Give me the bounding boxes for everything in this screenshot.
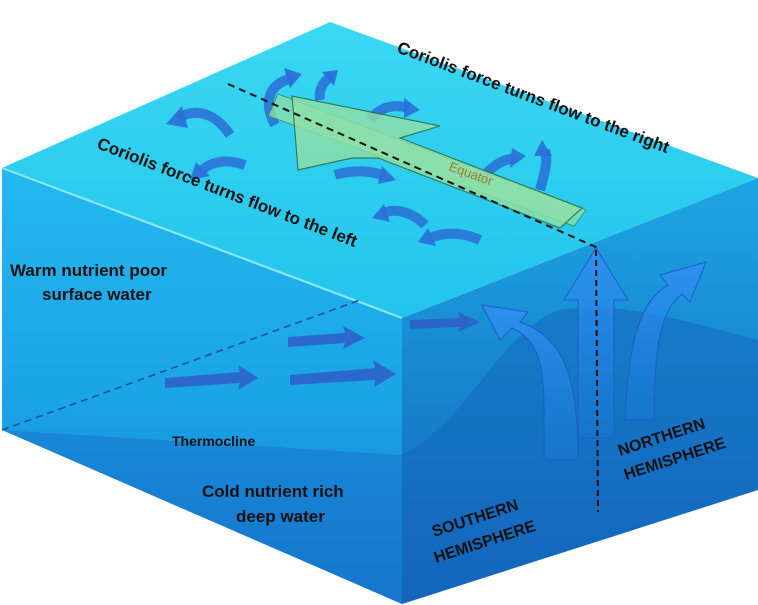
surface-arrow — [333, 166, 387, 181]
arrowhead — [284, 68, 302, 88]
arrowhead — [404, 98, 420, 118]
warm-water-label-line2: surface water — [42, 285, 152, 304]
flow-arrow — [288, 326, 365, 349]
flow-arrow — [290, 360, 396, 387]
arrowhead — [418, 228, 436, 246]
top-front-edge — [1, 167, 403, 319]
side-thermocline-region — [402, 307, 758, 604]
warm-water-label-line1: Warm nutrient poor — [10, 261, 167, 280]
flow-arrow — [165, 365, 258, 390]
arrowhead — [322, 70, 338, 86]
surface-arrow — [263, 73, 294, 128]
horizontal-flow-arrows — [165, 312, 480, 390]
surface-arrow-heads — [166, 68, 552, 246]
equator-line — [227, 83, 599, 249]
deep-water-front — [2, 430, 402, 604]
upwelling-arrow-north — [624, 261, 707, 421]
flow-arrow — [410, 312, 480, 332]
arrowhead — [372, 204, 390, 222]
arrowhead — [378, 166, 396, 184]
upwelling-arrow-south — [481, 304, 579, 461]
arrowhead — [166, 106, 188, 128]
cold-water-label-line2: deep water — [236, 507, 325, 526]
thermocline-label: Thermocline — [172, 433, 255, 449]
arrowhead — [190, 162, 210, 180]
arrowhead — [534, 140, 552, 156]
surface-arrow — [428, 228, 483, 245]
equator-arrow — [291, 95, 584, 229]
hemisphere-divider — [595, 249, 599, 513]
cold-water-label-line1: Cold nutrient rich — [202, 482, 344, 501]
arrowhead — [510, 148, 526, 168]
thermocline-line — [1, 299, 361, 431]
